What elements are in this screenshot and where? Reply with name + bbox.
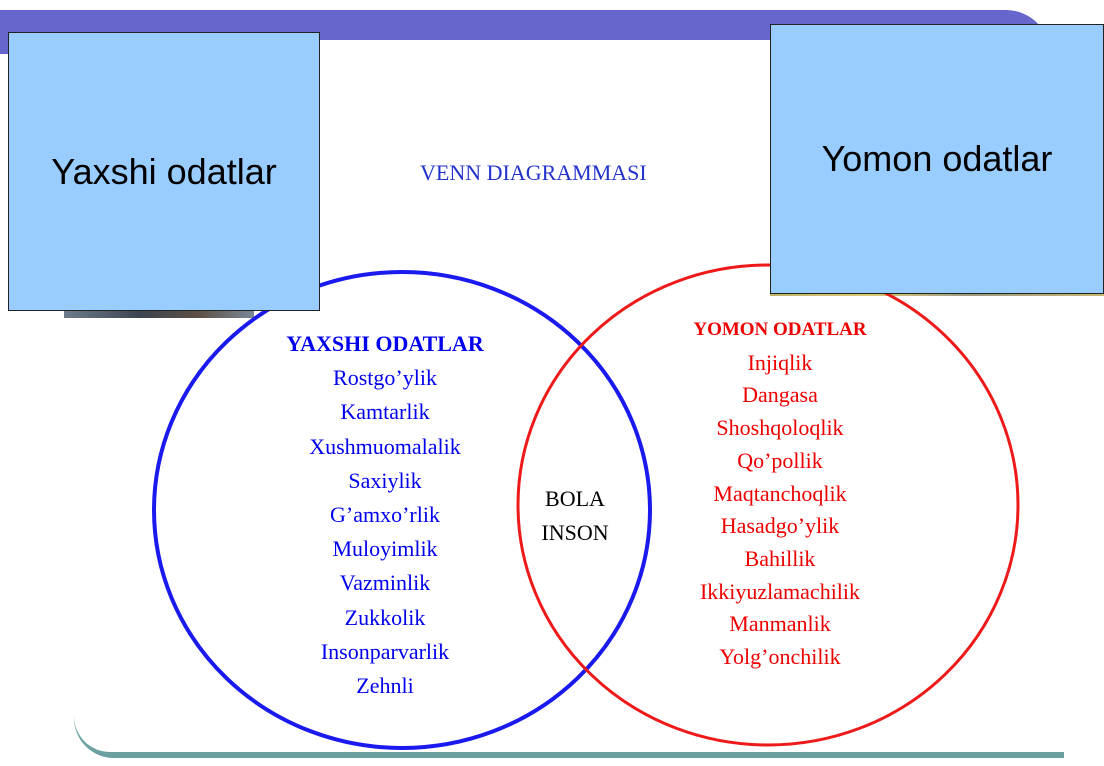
bad-habits-heading: YOMON ODATLAR [693,319,867,340]
list-item: Xushmuomalalik [309,433,461,459]
list-item: Rostgo’ylik [333,365,437,391]
list-item: Insonparvarlik [320,638,450,664]
list-item: Dangasa [742,382,818,408]
good-habits-circle [152,270,652,750]
bad-habits-list: YOMON ODATLAR Injiqlik Dangasa Shoshqolo… [620,314,940,674]
bad-habits-box: Yomon odatlar [770,24,1104,294]
intersection-line-1: BOLA [545,486,605,511]
list-item: Maqtanchoqlik [713,480,847,506]
good-habits-heading: YAXSHI ODATLAR [286,331,484,356]
list-item: G’amxo’rlik [330,502,440,528]
list-item: Qo’pollik [737,447,823,473]
list-item: Muloyimlik [332,536,438,562]
list-item: Manmanlik [729,611,831,637]
list-item: Saxiylik [348,467,422,493]
list-item: Injiqlik [747,349,813,375]
list-item: Bahillik [744,545,816,571]
list-item: Shoshqoloqlik [716,415,844,441]
bad-habits-circle [516,263,1020,747]
good-habits-list: YAXSHI ODATLAR Rostgo’ylik Kamtarlik Xus… [200,327,570,703]
list-item: Yolg’onchilik [719,644,841,670]
good-habits-box-label: Yaxshi odatlar [51,150,277,192]
intersection-line-2: INSON [541,520,609,545]
diagram-title: VENN DIAGRAMMASI [420,160,647,185]
good-habits-box: Yaxshi odatlar [8,32,320,311]
intersection-label: BOLA INSON [520,482,630,550]
bad-habits-box-label: Yomon odatlar [821,138,1053,179]
list-item: Zehnli [356,673,414,699]
list-item: Hasadgo’ylik [720,513,840,539]
list-item: Vazminlik [339,570,431,596]
list-item: Ikkiyuzlamachilik [699,578,861,604]
list-item: Zukkolik [344,604,426,630]
list-item: Kamtarlik [340,399,430,425]
